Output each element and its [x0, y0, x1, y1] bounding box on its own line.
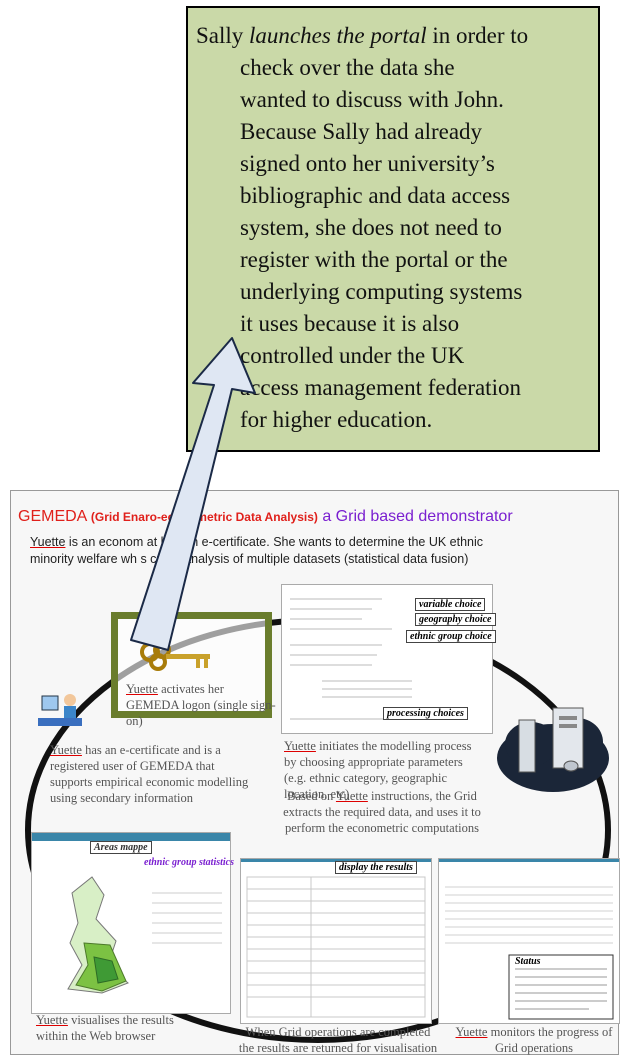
monitor-screenshot: [438, 858, 620, 1024]
monitor-caption: Yuette monitors the progress of Grid ope…: [455, 1025, 613, 1055]
map-titlebar: [32, 833, 230, 841]
logon-caption: Yuette activates her GEMEDA logon (singl…: [126, 682, 276, 728]
results-screenshot: [240, 858, 432, 1024]
results-titlebar: [241, 859, 431, 862]
processing-choice-tag: processing choices: [383, 707, 468, 720]
grid-caption: Based on Yuette instructions, the Grid e…: [283, 789, 481, 835]
variable-choice-tag: variable choice: [415, 598, 486, 611]
geography-choice-tag: geography choice: [415, 613, 496, 626]
modelling-form-lines: [290, 598, 412, 720]
display-results-tag: display the results: [335, 861, 417, 874]
ethnic-choice-tag: ethnic group choice: [406, 630, 496, 643]
ecert-caption: Yuette has an e-certificate and is a reg…: [50, 743, 249, 805]
visualise-caption: Yuette visualises the results within the…: [36, 1013, 174, 1043]
map-screenshot: [31, 832, 231, 1014]
areas-mapped-tag: Areas mappe: [90, 841, 152, 854]
narrative-text: Sally launches the portal in order to ch…: [196, 23, 529, 432]
ethnic-statistics-tag: ethnic group statistics: [144, 857, 235, 868]
narrative-emphasis: launches the portal: [249, 23, 427, 48]
uk-map: [67, 876, 222, 994]
grid-cloud-icon: [497, 707, 609, 792]
modelling-caption: Yuette initiates the modelling process b…: [284, 739, 472, 801]
results-table: [246, 876, 426, 1018]
monitor-titlebar: [439, 859, 619, 862]
monitor-table: [445, 886, 614, 1020]
returned-caption: When Grid operations are completed the r…: [238, 1025, 438, 1055]
status-tag: Status: [515, 956, 541, 967]
narrative-callout: [186, 6, 600, 452]
user-computer-icon: [38, 694, 82, 726]
